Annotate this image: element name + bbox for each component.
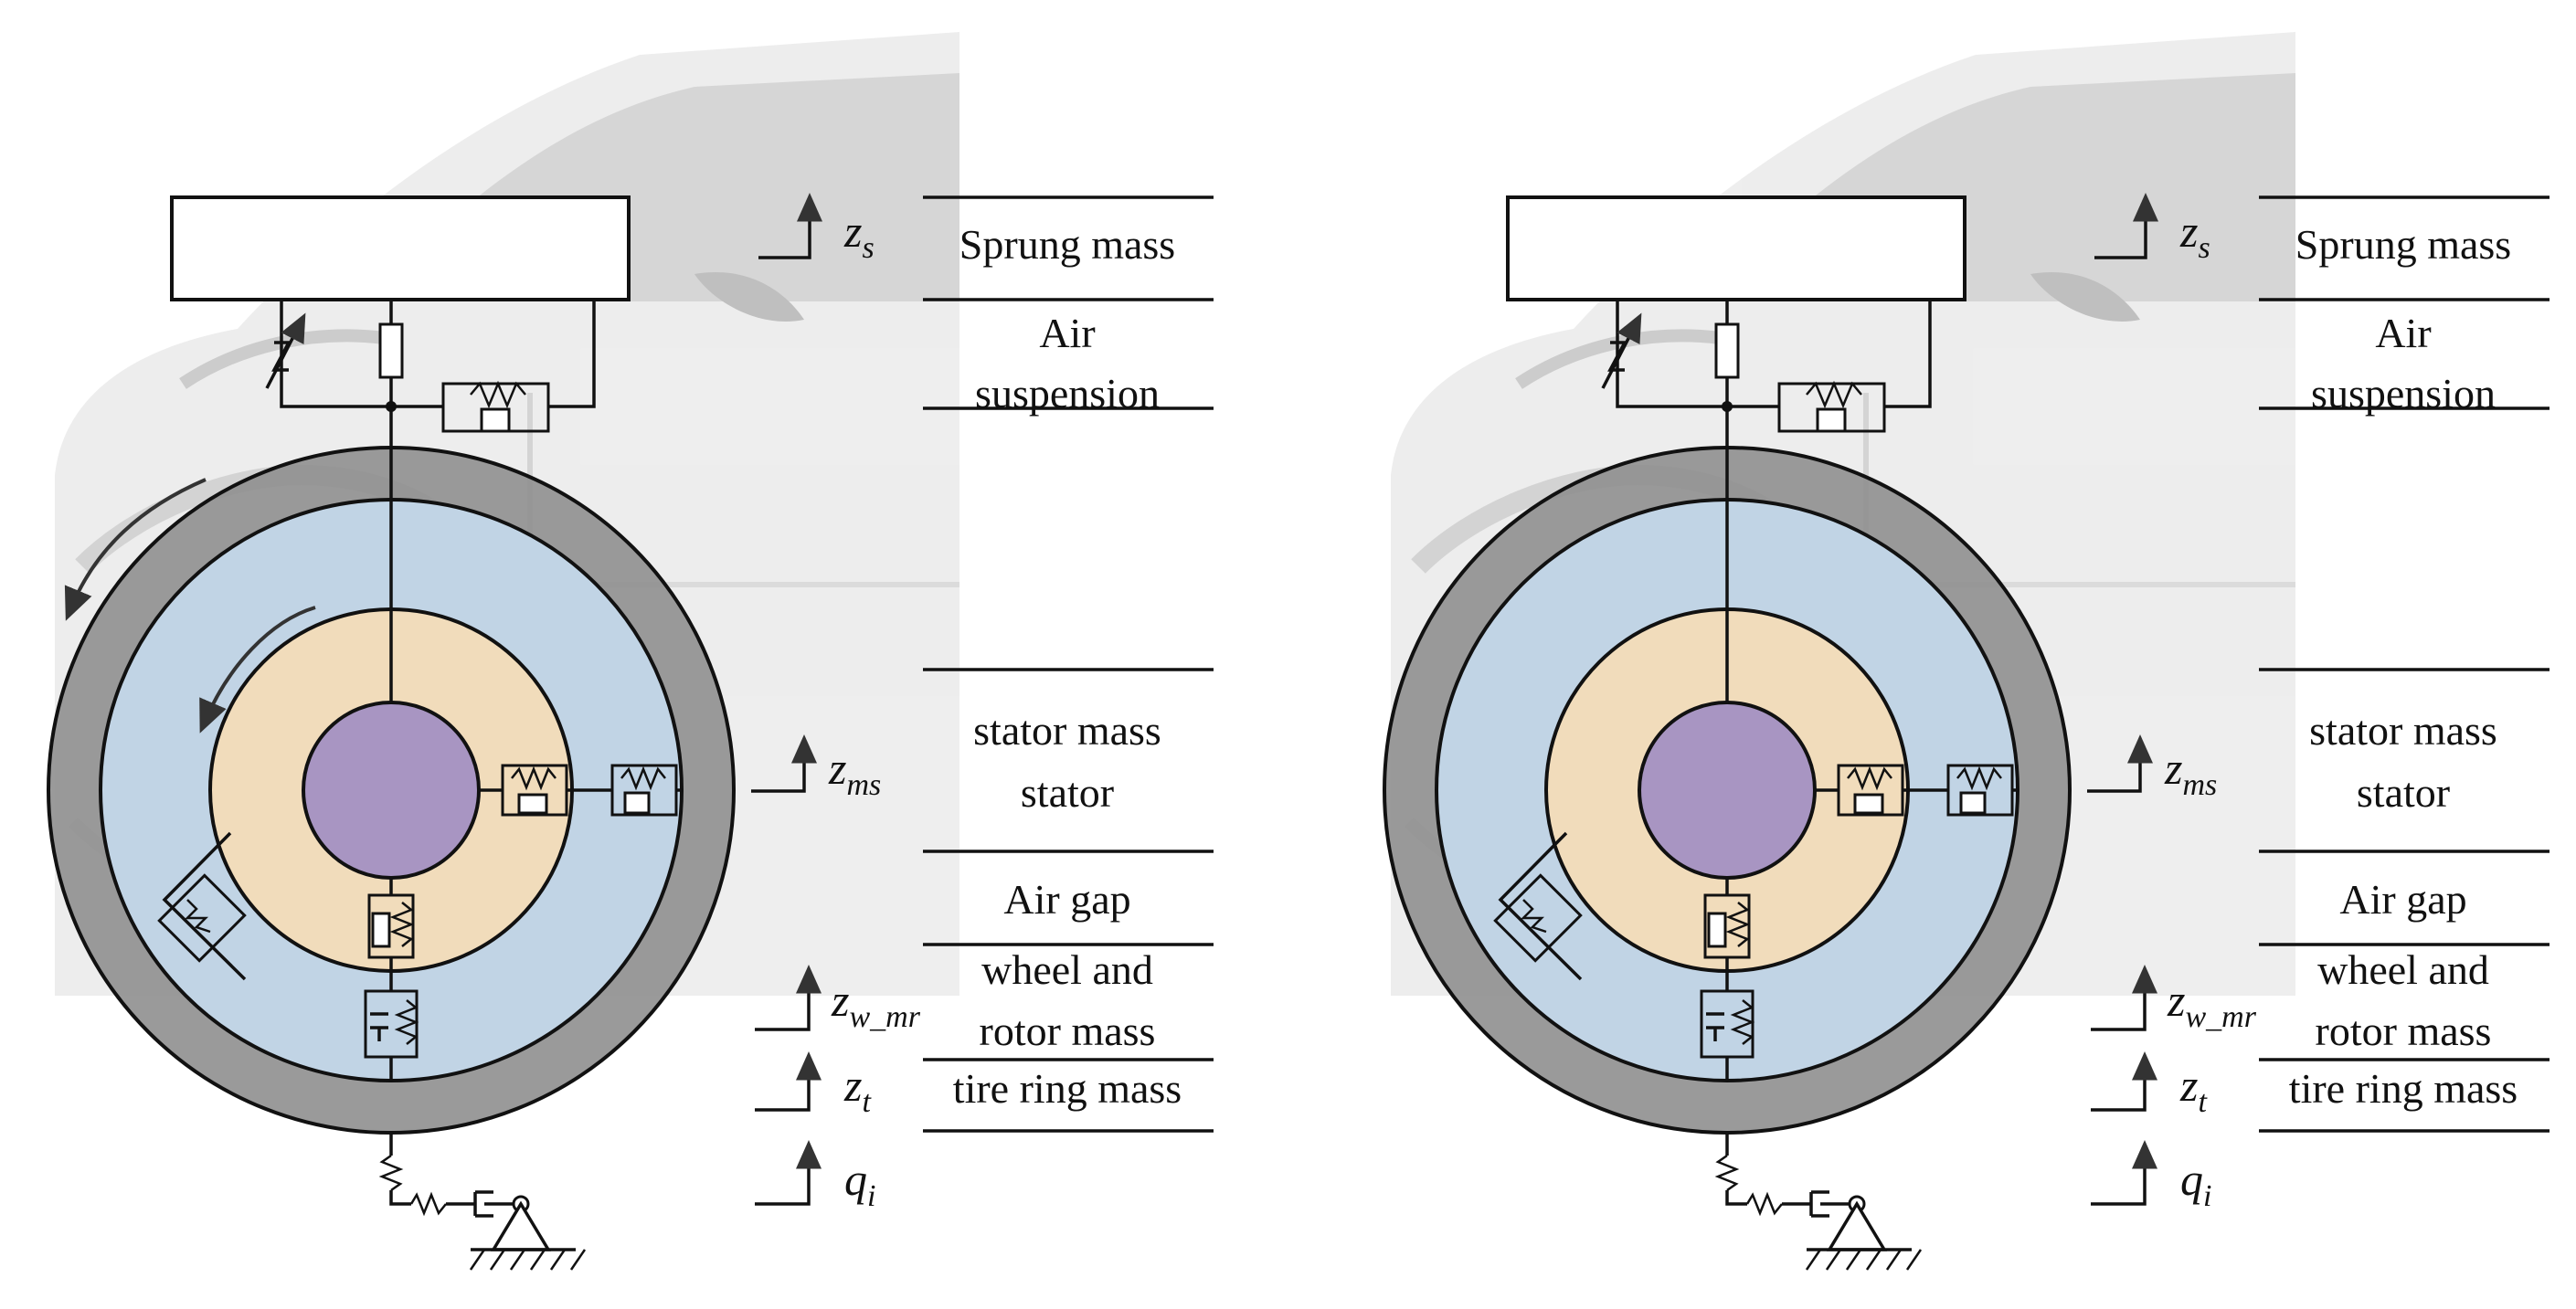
label-stator: stator [1021,769,1114,816]
label-suspension: suspension [975,370,1160,417]
var-zs: zs [843,206,875,265]
label-sprung-mass: Sprung mass [2295,221,2511,268]
label-air: Air [1039,310,1095,356]
var-zt: zt [2179,1060,2208,1119]
label-air-gap: Air gap [1003,876,1130,923]
label-stator-mass: stator mass [2309,707,2497,754]
label-stator: stator [2357,769,2450,816]
var-qi: qi [844,1154,875,1213]
label-stator-mass: stator mass [973,707,1161,754]
var-zms: zms [828,743,881,802]
label-air-gap: Air gap [2339,876,2466,923]
var-zs: zs [2179,206,2210,265]
var-zwmr: zw_mr [831,975,921,1034]
var-zt: zt [843,1060,872,1119]
rotation-arrows [64,478,316,734]
label-wheel-and: wheel and [981,946,1153,993]
label-air: Air [2375,310,2431,356]
label-wheel-and: wheel and [2317,946,2489,993]
label-suspension: suspension [2311,370,2496,417]
var-zms: zms [2164,743,2217,802]
var-qi: qi [2180,1154,2211,1213]
label-rotor-mass: rotor mass [2316,1008,2492,1054]
var-zwmr: zw_mr [2167,975,2257,1034]
panel-left: Sprung mass Air suspension stator mass s… [48,32,1214,1270]
label-tire-ring-mass: tire ring mass [953,1065,1182,1112]
label-rotor-mass: rotor mass [980,1008,1156,1054]
label-tire-ring-mass: tire ring mass [2289,1065,2518,1112]
label-sprung-mass: Sprung mass [959,221,1175,268]
panel-right: Sprung mass Air suspension stator mass s… [1384,32,2549,1270]
